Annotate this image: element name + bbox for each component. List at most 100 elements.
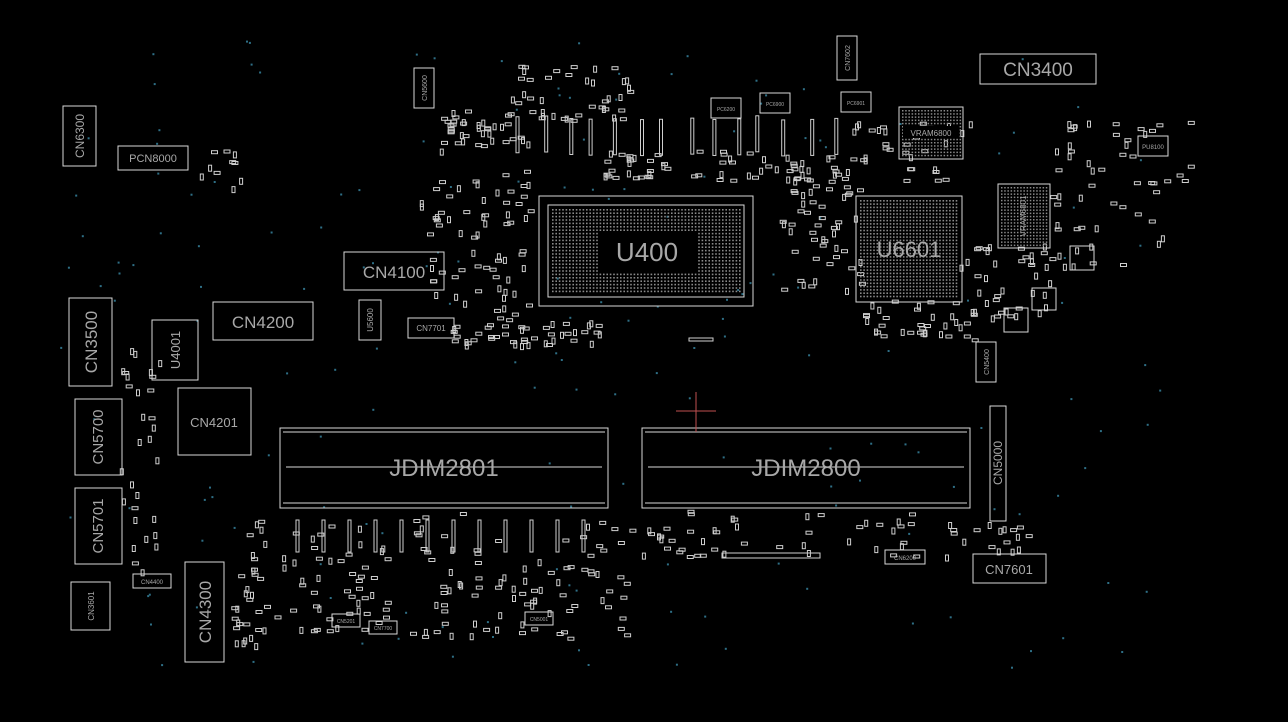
smd-pad [1134,212,1142,217]
via [500,60,503,63]
ball [620,273,622,276]
ball [1029,222,1032,224]
ball [575,283,578,286]
component-cn3500[interactable]: CN3500 [68,297,113,387]
component-u4001[interactable]: U4001 [151,319,199,381]
component-u6601[interactable]: U6601 [855,195,963,303]
component-cn7601[interactable]: CN7601 [972,553,1047,584]
ball [902,275,905,278]
component-cn7602[interactable]: CN7602 [836,35,858,81]
ball [626,219,629,221]
ball [572,226,574,228]
component-cn5201[interactable]: CN5201 [331,613,361,628]
ball [735,219,738,221]
ball [889,200,892,202]
via [213,181,216,183]
smd-pad [144,535,149,543]
component-cn5701[interactable]: CN5701 [74,487,123,565]
ball [942,252,945,255]
ball [552,266,554,269]
ball [582,215,585,218]
ball [1020,190,1022,192]
ball [1004,199,1006,202]
ball [708,253,710,255]
ball [929,282,931,285]
component-cn4100[interactable]: CN4100 [343,251,445,291]
component-cn6300[interactable]: CN6300 [62,105,97,167]
ball [722,232,724,235]
ball [715,212,717,214]
ball [886,242,888,245]
ball [926,229,928,232]
smd-pad [812,184,820,189]
ball [599,222,602,225]
smd-pad [136,389,140,397]
smd-pad [618,108,626,113]
ball [940,148,942,150]
ball [694,226,697,228]
ball [932,256,935,258]
ball [1004,193,1006,195]
ball [732,266,734,269]
ball [552,236,554,238]
smd-pad [231,161,239,165]
smd-pad [518,325,526,330]
ball [555,212,557,214]
component-cn4400[interactable]: CN4400 [132,573,172,589]
component-cn5001[interactable]: CN5001 [524,611,554,626]
component-pu8100[interactable]: PU8100 [1137,135,1169,157]
component-cn4201[interactable]: CN4201 [177,387,252,456]
ball [562,215,564,218]
component-cn5000[interactable]: CN5000 [989,405,1007,522]
ball [893,285,895,288]
component-vram6800[interactable]: VRAM6800 [898,106,964,160]
component-pc6900[interactable]: PC6900 [759,92,791,114]
component-cn7700[interactable]: CN7700 [368,620,398,635]
via [60,346,63,349]
ball [582,277,585,279]
component-cn5400[interactable]: CN5400 [975,341,997,383]
smd-pad [1040,251,1048,256]
component-cn7701[interactable]: CN7701 [407,317,455,339]
ball [945,275,948,278]
via [741,293,744,296]
ball [586,277,588,279]
ball [596,229,598,231]
via [267,454,270,457]
ball [863,249,865,252]
ball [902,259,905,261]
ball [924,113,926,115]
component-u400[interactable]: U400 [538,195,754,307]
component-jdim2801[interactable]: JDIM2801 [279,427,609,509]
ball [589,226,591,228]
component-jdim2800[interactable]: JDIM2800 [641,427,971,509]
component-cn5700[interactable]: CN5700 [74,398,123,476]
component-cn3601[interactable]: CN3601 [70,581,111,631]
component-cn6200[interactable]: CN6200 [884,549,926,565]
ball [955,249,958,252]
ball [691,287,693,289]
component-vram6801[interactable]: VRAM6801 [997,183,1051,249]
component-pc6901[interactable]: PC6901 [840,91,872,113]
ball [873,285,875,288]
ball [866,256,869,258]
component-cn4200[interactable]: CN4200 [212,301,314,341]
component-pcn8000[interactable]: PCN8000 [117,145,189,171]
component-cn5600[interactable]: CN5600 [413,67,435,109]
smd-pad [133,517,138,524]
ball [739,290,741,293]
ball [555,246,557,248]
ball [869,246,872,248]
ball [565,256,568,259]
smd-pad [315,556,323,561]
component-cn3400[interactable]: CN3400 [979,53,1097,85]
component-pc6200[interactable]: PC6200 [710,97,742,119]
ball [949,242,951,245]
ball [626,209,629,211]
component-u5600[interactable]: U5600 [358,299,382,341]
smd-pad [458,230,463,238]
component-cn4300[interactable]: CN4300 [184,561,225,663]
smd-pad [497,316,505,321]
ball [572,277,574,279]
